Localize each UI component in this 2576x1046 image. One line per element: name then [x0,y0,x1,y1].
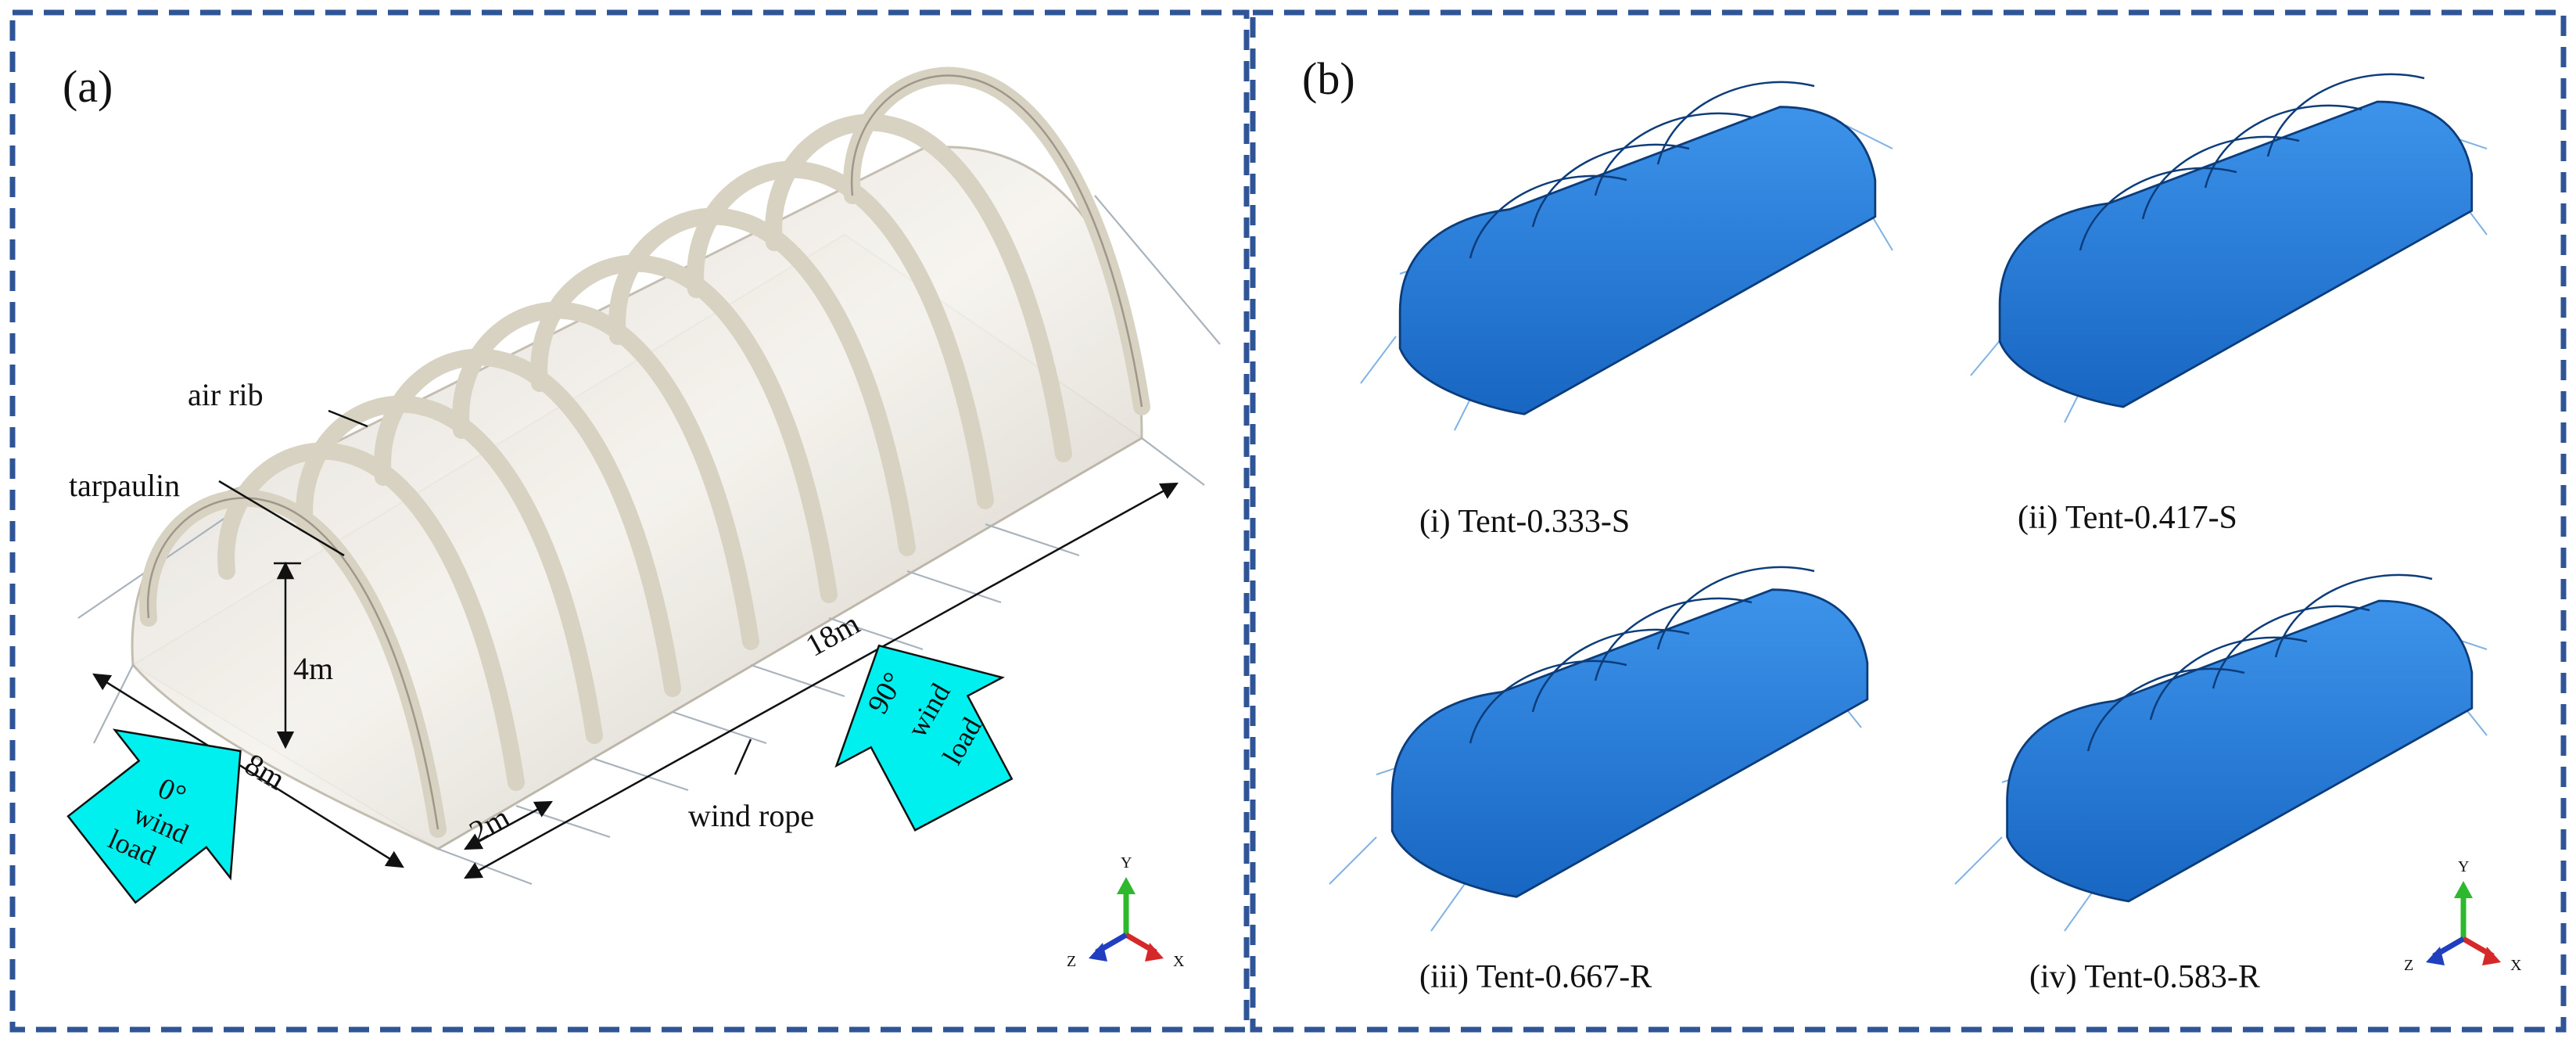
axis-z-label-b: Z [2404,957,2413,974]
panel-b-label: (b) [1302,53,1355,104]
tent-model-iv [1954,573,2488,932]
tent-model-i [1360,81,1893,431]
wind-load-90-arrow [834,644,1014,832]
axis-x-label: X [1173,953,1185,970]
tent-caption-iii: (iii) Tent-0.667-R [1419,959,1652,995]
tarpaulin-label: tarpaulin [69,468,180,503]
tent-caption-iv: (iv) Tent-0.583-R [2029,959,2260,995]
axis-triad-a: Y X Z [1067,854,1185,970]
axis-y-label: Y [1121,854,1132,872]
axis-z-label: Z [1067,953,1076,970]
panel-b-frame [1250,9,2567,1033]
air-rib-leader [328,409,368,428]
wind-rope-leader [734,739,752,775]
tarpaulin-leader [218,480,345,557]
tent-caption-ii: (ii) Tent-0.417-S [2018,500,2237,536]
air-rib-label: air rib [188,377,264,412]
wind-rope-label: wind rope [688,798,814,833]
wind-load-0-arrow: 0° wind load [66,728,242,904]
axis-x-label-b: X [2510,957,2522,974]
height-dimension: 4m [293,651,333,686]
tent-caption-i: (i) Tent-0.333-S [1419,504,1630,540]
panel-a-label: (a) [63,61,113,112]
axis-y-label-b: Y [2458,858,2469,875]
tent-model-ii [1970,73,2488,423]
dimension-lines [92,482,1179,879]
panel-a-frame [9,9,1250,1033]
axis-triad-b: Y X Z [2404,858,2522,974]
tent-model-iii [1329,566,1869,932]
